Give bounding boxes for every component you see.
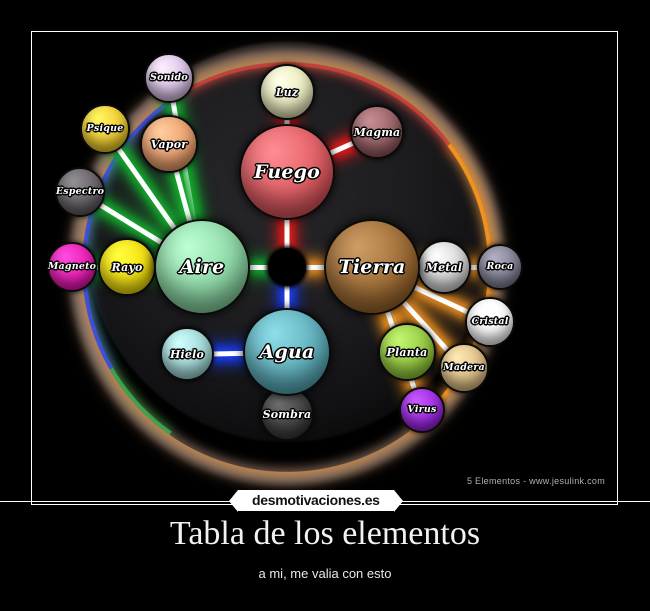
page-title: Tabla de los elementos bbox=[169, 515, 481, 552]
element-label: Planta bbox=[386, 345, 428, 359]
element-node-sonido[interactable]: Sonido bbox=[144, 53, 194, 103]
element-node-tierra[interactable]: Tierra bbox=[324, 219, 420, 315]
element-node-espectro[interactable]: Espectro bbox=[55, 167, 105, 217]
element-node-magma[interactable]: Magma bbox=[350, 105, 404, 159]
element-label: Aire bbox=[179, 255, 225, 278]
element-node-madera[interactable]: Madera bbox=[439, 343, 489, 393]
element-label: Rayo bbox=[111, 260, 143, 274]
element-label: Espectro bbox=[55, 186, 105, 198]
element-label: Roca bbox=[486, 261, 514, 273]
element-node-cristal[interactable]: Cristal bbox=[465, 297, 515, 347]
element-label: Psique bbox=[86, 123, 124, 135]
element-node-fuego[interactable]: Fuego bbox=[239, 124, 335, 220]
element-node-roca[interactable]: Roca bbox=[477, 244, 523, 290]
element-label: Magneto bbox=[47, 261, 97, 273]
element-node-luz[interactable]: Luz bbox=[259, 64, 315, 120]
element-node-virus[interactable]: Virus bbox=[399, 387, 445, 433]
element-node-metal[interactable]: Metal bbox=[417, 240, 471, 294]
element-node-aire[interactable]: Aire bbox=[154, 219, 250, 315]
element-label: Tierra bbox=[338, 255, 406, 278]
element-label: Luz bbox=[275, 85, 299, 99]
element-label: Hielo bbox=[169, 347, 205, 361]
element-node-planta[interactable]: Planta bbox=[378, 323, 436, 381]
element-label: Vapor bbox=[150, 137, 188, 151]
element-node-vapor[interactable]: Vapor bbox=[140, 115, 198, 173]
element-node-agua[interactable]: Agua bbox=[243, 308, 331, 396]
watermark-label: desmotivaciones.es bbox=[229, 490, 403, 512]
source-credit: 5 Elementos - www.jesulink.com bbox=[466, 476, 605, 486]
element-label: Sonido bbox=[150, 72, 188, 84]
element-label: Metal bbox=[425, 260, 463, 274]
element-label: Madera bbox=[443, 362, 485, 374]
element-label: Agua bbox=[259, 340, 315, 363]
watermark: desmotivaciones.es bbox=[229, 490, 403, 512]
center-hub bbox=[268, 248, 306, 286]
element-label: Fuego bbox=[253, 160, 320, 183]
element-node-hielo[interactable]: Hielo bbox=[160, 327, 214, 381]
element-node-rayo[interactable]: Rayo bbox=[98, 238, 156, 296]
element-label: Virus bbox=[407, 404, 437, 416]
element-label: Sombra bbox=[262, 407, 312, 421]
page-subtitle: a mi, me valia con esto bbox=[258, 566, 392, 581]
element-node-psique[interactable]: Psique bbox=[80, 104, 130, 154]
element-label: Cristal bbox=[471, 316, 509, 328]
element-label: Magma bbox=[353, 125, 401, 139]
element-node-magneto[interactable]: Magneto bbox=[47, 242, 97, 292]
